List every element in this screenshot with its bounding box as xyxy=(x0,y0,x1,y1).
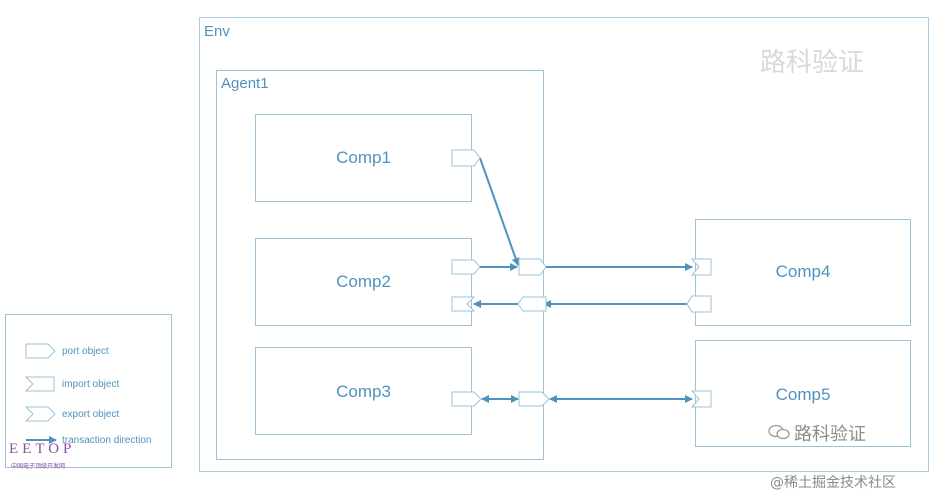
eetop-logo: EETOP xyxy=(9,441,76,457)
comp1-label: Comp1 xyxy=(336,148,391,167)
legend-port-icon xyxy=(25,343,56,359)
legend-import-icon xyxy=(24,376,55,392)
comp2-import-port-icon xyxy=(451,296,476,312)
watermark-top-right: 路科验证 xyxy=(760,48,865,78)
comp5-port-icon xyxy=(690,390,712,408)
comp3-port-icon xyxy=(451,391,482,407)
wechat-watermark-text: 路科验证 xyxy=(794,424,866,445)
agent-comp3-port-icon xyxy=(518,391,550,407)
comp3-label: Comp3 xyxy=(336,382,391,401)
eetop-logo-subtitle: 中国电子顶级开发网 xyxy=(11,463,66,470)
wechat-icon xyxy=(768,424,790,440)
arrow-comp1-to-agent-export xyxy=(479,157,520,266)
comp1-box: Comp1 xyxy=(255,114,472,202)
env-label: Env xyxy=(204,23,230,40)
comp4-label: Comp4 xyxy=(775,262,831,281)
juejin-watermark: @稀土掘金技术社区 xyxy=(770,475,896,491)
comp4-box: Comp4 xyxy=(695,219,911,326)
comp1-port-icon xyxy=(451,149,481,167)
agent1-label: Agent1 xyxy=(221,75,269,92)
comp5-box: Comp5 xyxy=(695,340,911,447)
comp4-import-port-icon xyxy=(690,258,712,276)
comp3-box: Comp3 xyxy=(255,347,472,435)
legend-export-label: export object xyxy=(62,409,120,420)
agent-import-port-icon xyxy=(517,296,547,312)
legend-port-label: port object xyxy=(62,346,109,357)
legend-box: port object import object export object … xyxy=(5,314,172,468)
comp4-export-port-icon xyxy=(686,295,712,313)
comp2-box: Comp2 xyxy=(255,238,472,326)
comp5-label: Comp5 xyxy=(775,385,831,404)
legend-direction-label: transaction direction xyxy=(62,435,152,446)
legend-export-icon xyxy=(24,406,56,422)
legend-import-label: import object xyxy=(62,379,120,390)
comp2-export-port-icon xyxy=(451,259,481,275)
agent-export-port-icon xyxy=(518,258,547,276)
comp2-label: Comp2 xyxy=(336,272,391,291)
